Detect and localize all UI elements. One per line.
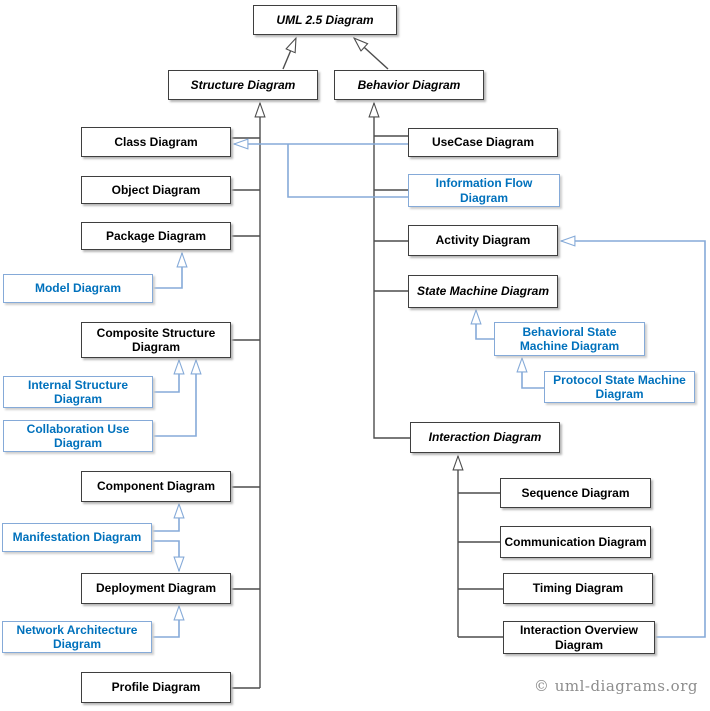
node-communication-diagram[interactable]: Communication Diagram	[500, 526, 651, 558]
node-collaboration-use-diagram[interactable]: Collaboration Use Diagram	[3, 420, 153, 452]
node-activity-diagram[interactable]: Activity Diagram	[408, 225, 558, 256]
edge-information-flow-class	[287, 144, 408, 198]
node-uml-2-5-diagram[interactable]: UML 2.5 Diagram	[253, 5, 397, 35]
node-behavior-diagram[interactable]: Behavior Diagram	[334, 70, 484, 100]
node-interaction-overview-diagram[interactable]: Interaction Overview Diagram	[503, 621, 655, 654]
trunk-behavior	[374, 103, 410, 439]
edge-manifestation-deployment	[152, 540, 179, 571]
node-protocol-state-machine-diagram[interactable]: Protocol State Machine Diagram	[544, 371, 695, 403]
node-profile-diagram[interactable]: Profile Diagram	[81, 672, 231, 703]
node-class-diagram[interactable]: Class Diagram	[81, 127, 231, 157]
edge-behavior-uml	[354, 38, 389, 70]
edge-protocol-sm-behavioral-sm	[522, 358, 544, 389]
edge-collaboration-use-composite	[153, 360, 196, 437]
edge-structure-uml	[282, 38, 297, 70]
node-package-diagram[interactable]: Package Diagram	[81, 222, 231, 250]
node-usecase-diagram[interactable]: UseCase Diagram	[408, 128, 558, 157]
edge-network-architecture-deployment	[152, 606, 179, 638]
edge-model-package	[153, 253, 182, 289]
node-model-diagram[interactable]: Model Diagram	[3, 274, 153, 303]
node-state-machine-diagram[interactable]: State Machine Diagram	[408, 275, 558, 308]
edge-manifestation-component	[152, 504, 179, 532]
node-structure-diagram[interactable]: Structure Diagram	[168, 70, 318, 100]
node-component-diagram[interactable]: Component Diagram	[81, 471, 231, 502]
node-deployment-diagram[interactable]: Deployment Diagram	[81, 573, 231, 604]
edge-internal-structure-composite	[153, 360, 179, 393]
node-sequence-diagram[interactable]: Sequence Diagram	[500, 478, 651, 508]
node-internal-structure-diagram[interactable]: Internal Structure Diagram	[3, 376, 153, 408]
node-network-architecture-diagram[interactable]: Network Architecture Diagram	[2, 621, 152, 653]
node-object-diagram[interactable]: Object Diagram	[81, 176, 231, 204]
node-manifestation-diagram[interactable]: Manifestation Diagram	[2, 523, 152, 552]
edge-behavioral-sm-state-machine	[476, 310, 494, 340]
node-behavioral-state-machine-diagram[interactable]: Behavioral State Machine Diagram	[494, 322, 645, 356]
node-timing-diagram[interactable]: Timing Diagram	[503, 573, 653, 604]
node-information-flow-diagram[interactable]: Information Flow Diagram	[408, 174, 560, 207]
node-composite-structure-diagram[interactable]: Composite Structure Diagram	[81, 322, 231, 358]
copyright-watermark: © uml-diagrams.org	[533, 677, 698, 695]
node-interaction-diagram[interactable]: Interaction Diagram	[410, 422, 560, 453]
